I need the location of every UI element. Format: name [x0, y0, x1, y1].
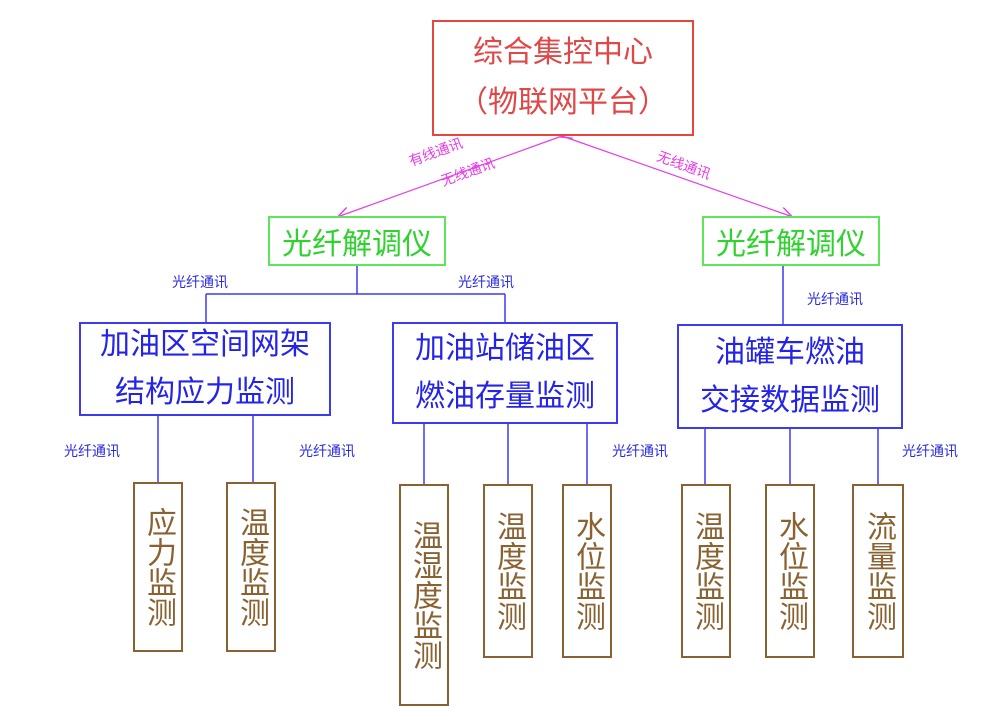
leaf-temp-humidity-monitoring: 温湿度监测: [399, 484, 449, 706]
link-root-to-left-demod: [340, 136, 562, 216]
system-title-line2: 交接数据监测: [700, 382, 880, 418]
system-title-line2: 燃油存量监测: [415, 379, 595, 414]
link-system3-to-leaves: [704, 428, 879, 484]
link-left-demod-to-systems: [205, 264, 506, 322]
fiber-link-label: 光纤通讯: [902, 444, 958, 460]
central-control-center: 综合集控中心 （物联网平台）: [432, 20, 694, 136]
central-control-center-subtitle: （物联网平台）: [458, 85, 668, 120]
fiber-link-label: 光纤通讯: [172, 275, 228, 291]
system-title-line1: 油罐车燃油: [715, 334, 865, 370]
link-root-to-right-demod: [561, 135, 790, 216]
system-title-line1: 加油站储油区: [415, 331, 595, 366]
system-fuel-storage: 加油站储油区 燃油存量监测: [392, 322, 618, 424]
system-title-line1: 加油区空间网架: [100, 327, 310, 362]
leaf-temperature-monitoring: 温度监测: [226, 482, 276, 652]
fiber-demodulator-right: 光纤解调仪: [702, 216, 880, 266]
fiber-link-label: 光纤通讯: [612, 444, 668, 460]
fiber-link-label: 光纤通讯: [299, 444, 355, 460]
central-control-center-title: 综合集控中心: [473, 35, 653, 70]
system-title-line2: 结构应力监测: [115, 375, 295, 410]
leaf-water-level-monitoring: 水位监测: [562, 484, 612, 658]
leaf-temperature-monitoring: 温度监测: [483, 484, 533, 658]
link-system2-to-leaves: [423, 423, 588, 484]
fiber-link-label: 光纤通讯: [807, 292, 863, 308]
system-tanker-handover: 油罐车燃油 交接数据监测: [677, 324, 903, 429]
link-system1-to-leaves: [157, 415, 254, 482]
leaf-flow-monitoring: 流量监测: [852, 484, 904, 658]
leaf-stress-monitoring: 应力监测: [133, 482, 183, 652]
leaf-temperature-monitoring: 温度监测: [681, 484, 731, 658]
system-spatial-frame-stress: 加油区空间网架 结构应力监测: [79, 322, 331, 416]
fiber-link-label: 光纤通讯: [458, 275, 514, 291]
leaf-water-level-monitoring: 水位监测: [765, 484, 815, 658]
fiber-demodulator-left: 光纤解调仪: [268, 216, 446, 266]
fiber-link-label: 光纤通讯: [64, 444, 120, 460]
